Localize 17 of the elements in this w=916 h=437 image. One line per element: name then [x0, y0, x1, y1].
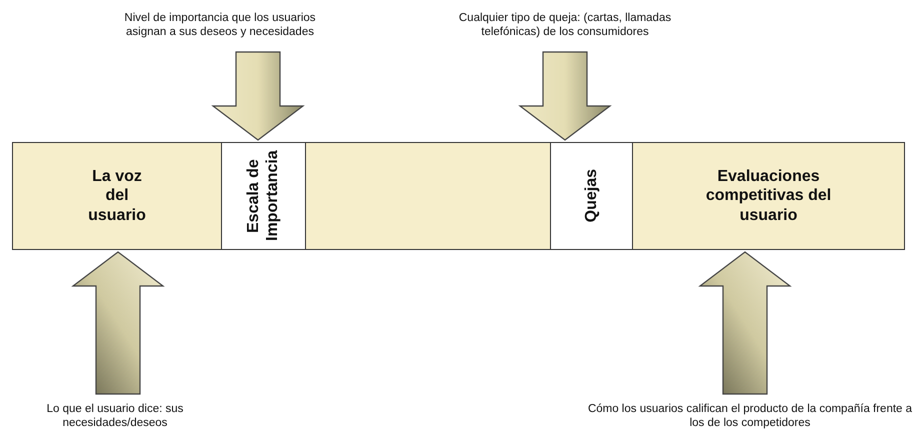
segment-label: Escala de Importancia	[244, 149, 282, 244]
annotation-text: Nivel de importancia que los usuarios asignan a sus deseos y necesidades	[110, 6, 330, 44]
band-segment	[12, 142, 222, 250]
band-segment	[632, 142, 905, 250]
annotation-text: Cualquier tipo de queja: (cartas, llamadas telefónicas) de los consumidores	[440, 6, 690, 44]
band-segment	[305, 142, 551, 250]
segment-label: Evaluaciones competitivas del usuario	[704, 167, 832, 225]
block-arrow	[698, 251, 792, 395]
annotation-text: Cómo los usuarios califican el producto de la compañía frente a los de los competidores	[585, 398, 915, 434]
band-segment	[221, 142, 306, 250]
block-arrow	[211, 51, 305, 141]
band-segment	[550, 142, 633, 250]
segment-label: La voz del usuario	[87, 167, 147, 225]
annotation-text: Lo que el usuario dice: sus necesidades/deseos	[30, 398, 200, 434]
block-arrow	[518, 51, 612, 141]
segment-label: Quejas	[582, 169, 601, 223]
block-arrow	[71, 251, 165, 395]
